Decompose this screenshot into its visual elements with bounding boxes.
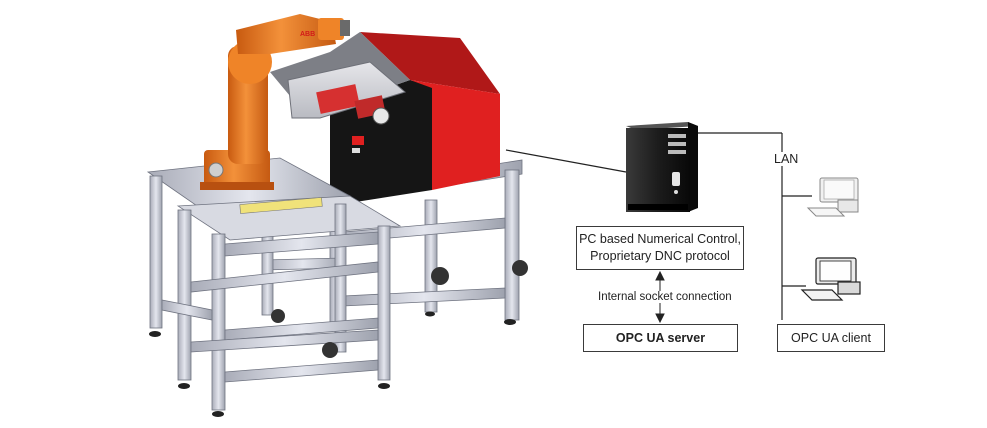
leveling-foot [425,311,435,317]
machining-cell-illustration: ABB [146,14,528,417]
enclosure-top [360,32,500,94]
opc-ua-server-label: OPC UA server [615,330,706,345]
robot-wrist [318,18,344,40]
robot-base-cap [208,162,224,178]
robot-upper-arm [236,14,336,54]
caster-wheel [512,260,528,276]
opc-ua-server-box: OPC UA server [583,324,738,352]
client-workstation-icon [800,257,861,301]
control-panel [352,136,364,145]
caster-wheel [431,267,449,285]
nc-label-line2: Proprietary DNC protocol [590,249,730,263]
enclosure-front-black [330,80,432,206]
leveling-foot [378,383,390,389]
leveling-foot [212,411,224,417]
pc-tower-icon [626,122,698,212]
leveling-foot [149,331,161,337]
robot-tool-flange [340,20,350,36]
caster-wheel [271,309,285,323]
enclosure-red-side [410,80,500,190]
chuck-spindle [316,84,360,114]
leveling-foot [178,383,190,389]
client-workstation-icon [806,177,859,217]
socket-connection-arrow [655,270,665,324]
nc-label-line1: PC based Numerical Control, [579,232,741,246]
nc-label-box: PC based Numerical Control, Proprietary … [576,226,744,270]
lan-label: LAN [772,152,801,166]
leveling-foot [504,319,516,325]
gripper-tray [239,197,323,214]
caster-wheel [322,342,338,358]
robot-brand-logo: ABB [300,31,315,38]
socket-connection-label: Internal socket connection [596,291,734,303]
opc-ua-client-box: OPC UA client [777,324,885,352]
robot-base-plate [200,182,274,190]
spindle-light [372,107,390,125]
opc-ua-client-label: OPC UA client [791,330,871,345]
industrial-robot-arm: ABB [200,14,350,190]
lathe-enclosure [270,32,500,206]
machine-to-pc-link [505,149,627,173]
status-lamp [352,148,360,153]
